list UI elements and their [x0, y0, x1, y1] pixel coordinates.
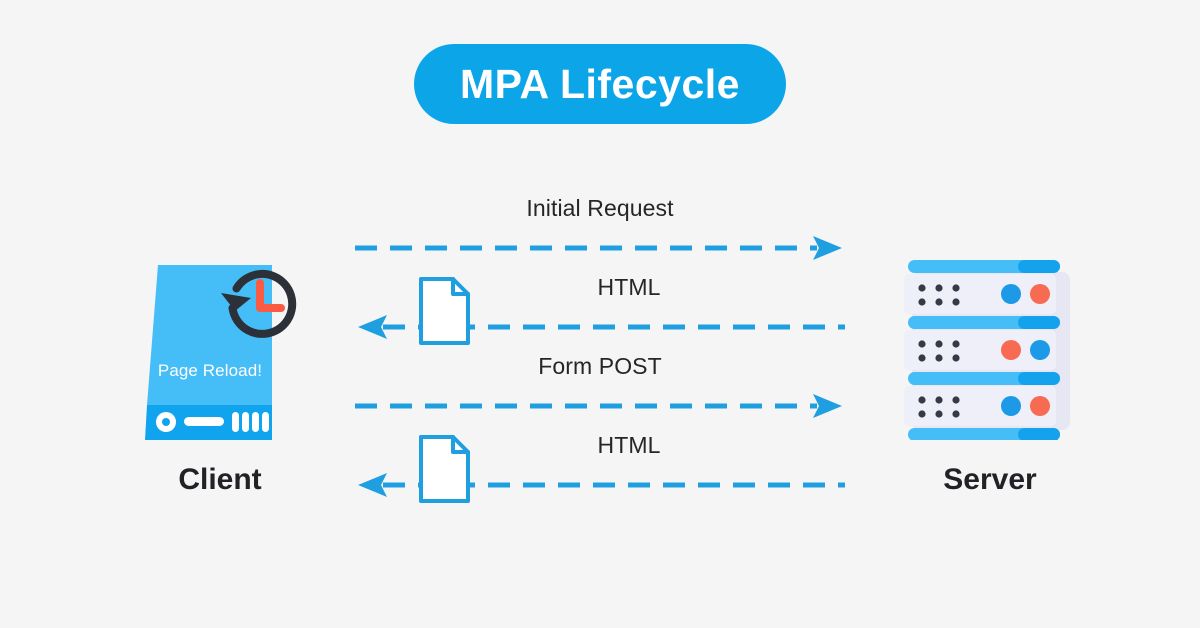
flow-row-html-response-2: HTML [355, 432, 845, 508]
client-node: Page Reload! Client [120, 255, 320, 515]
document-icon [419, 277, 470, 345]
flow-row-form-post: Form POST [355, 353, 845, 429]
flow-label-html-1: HTML [597, 274, 661, 300]
diagram-title-badge: MPA Lifecycle [414, 44, 786, 124]
server-node: Server [890, 255, 1090, 515]
client-label: Client [178, 463, 262, 496]
flow-label-initial-request: Initial Request [526, 195, 674, 221]
flow-row-html-response-1: HTML [355, 274, 845, 350]
flow-row-initial-request: Initial Request [355, 195, 845, 271]
arrow-right-initial-request [355, 236, 842, 260]
document-icon [419, 435, 470, 503]
reload-clock-icon [221, 269, 297, 338]
server-label: Server [943, 463, 1037, 496]
page-title: MPA Lifecycle [460, 60, 740, 107]
flow-label-form-post: Form POST [538, 353, 662, 379]
client-device-illustration: Page Reload! [142, 265, 297, 440]
flow-label-html-2: HTML [597, 432, 661, 458]
message-flow-container: Initial Request HTML Form POST [355, 195, 845, 515]
arrow-right-form-post [355, 394, 842, 418]
server-rack-illustration [904, 260, 1070, 440]
